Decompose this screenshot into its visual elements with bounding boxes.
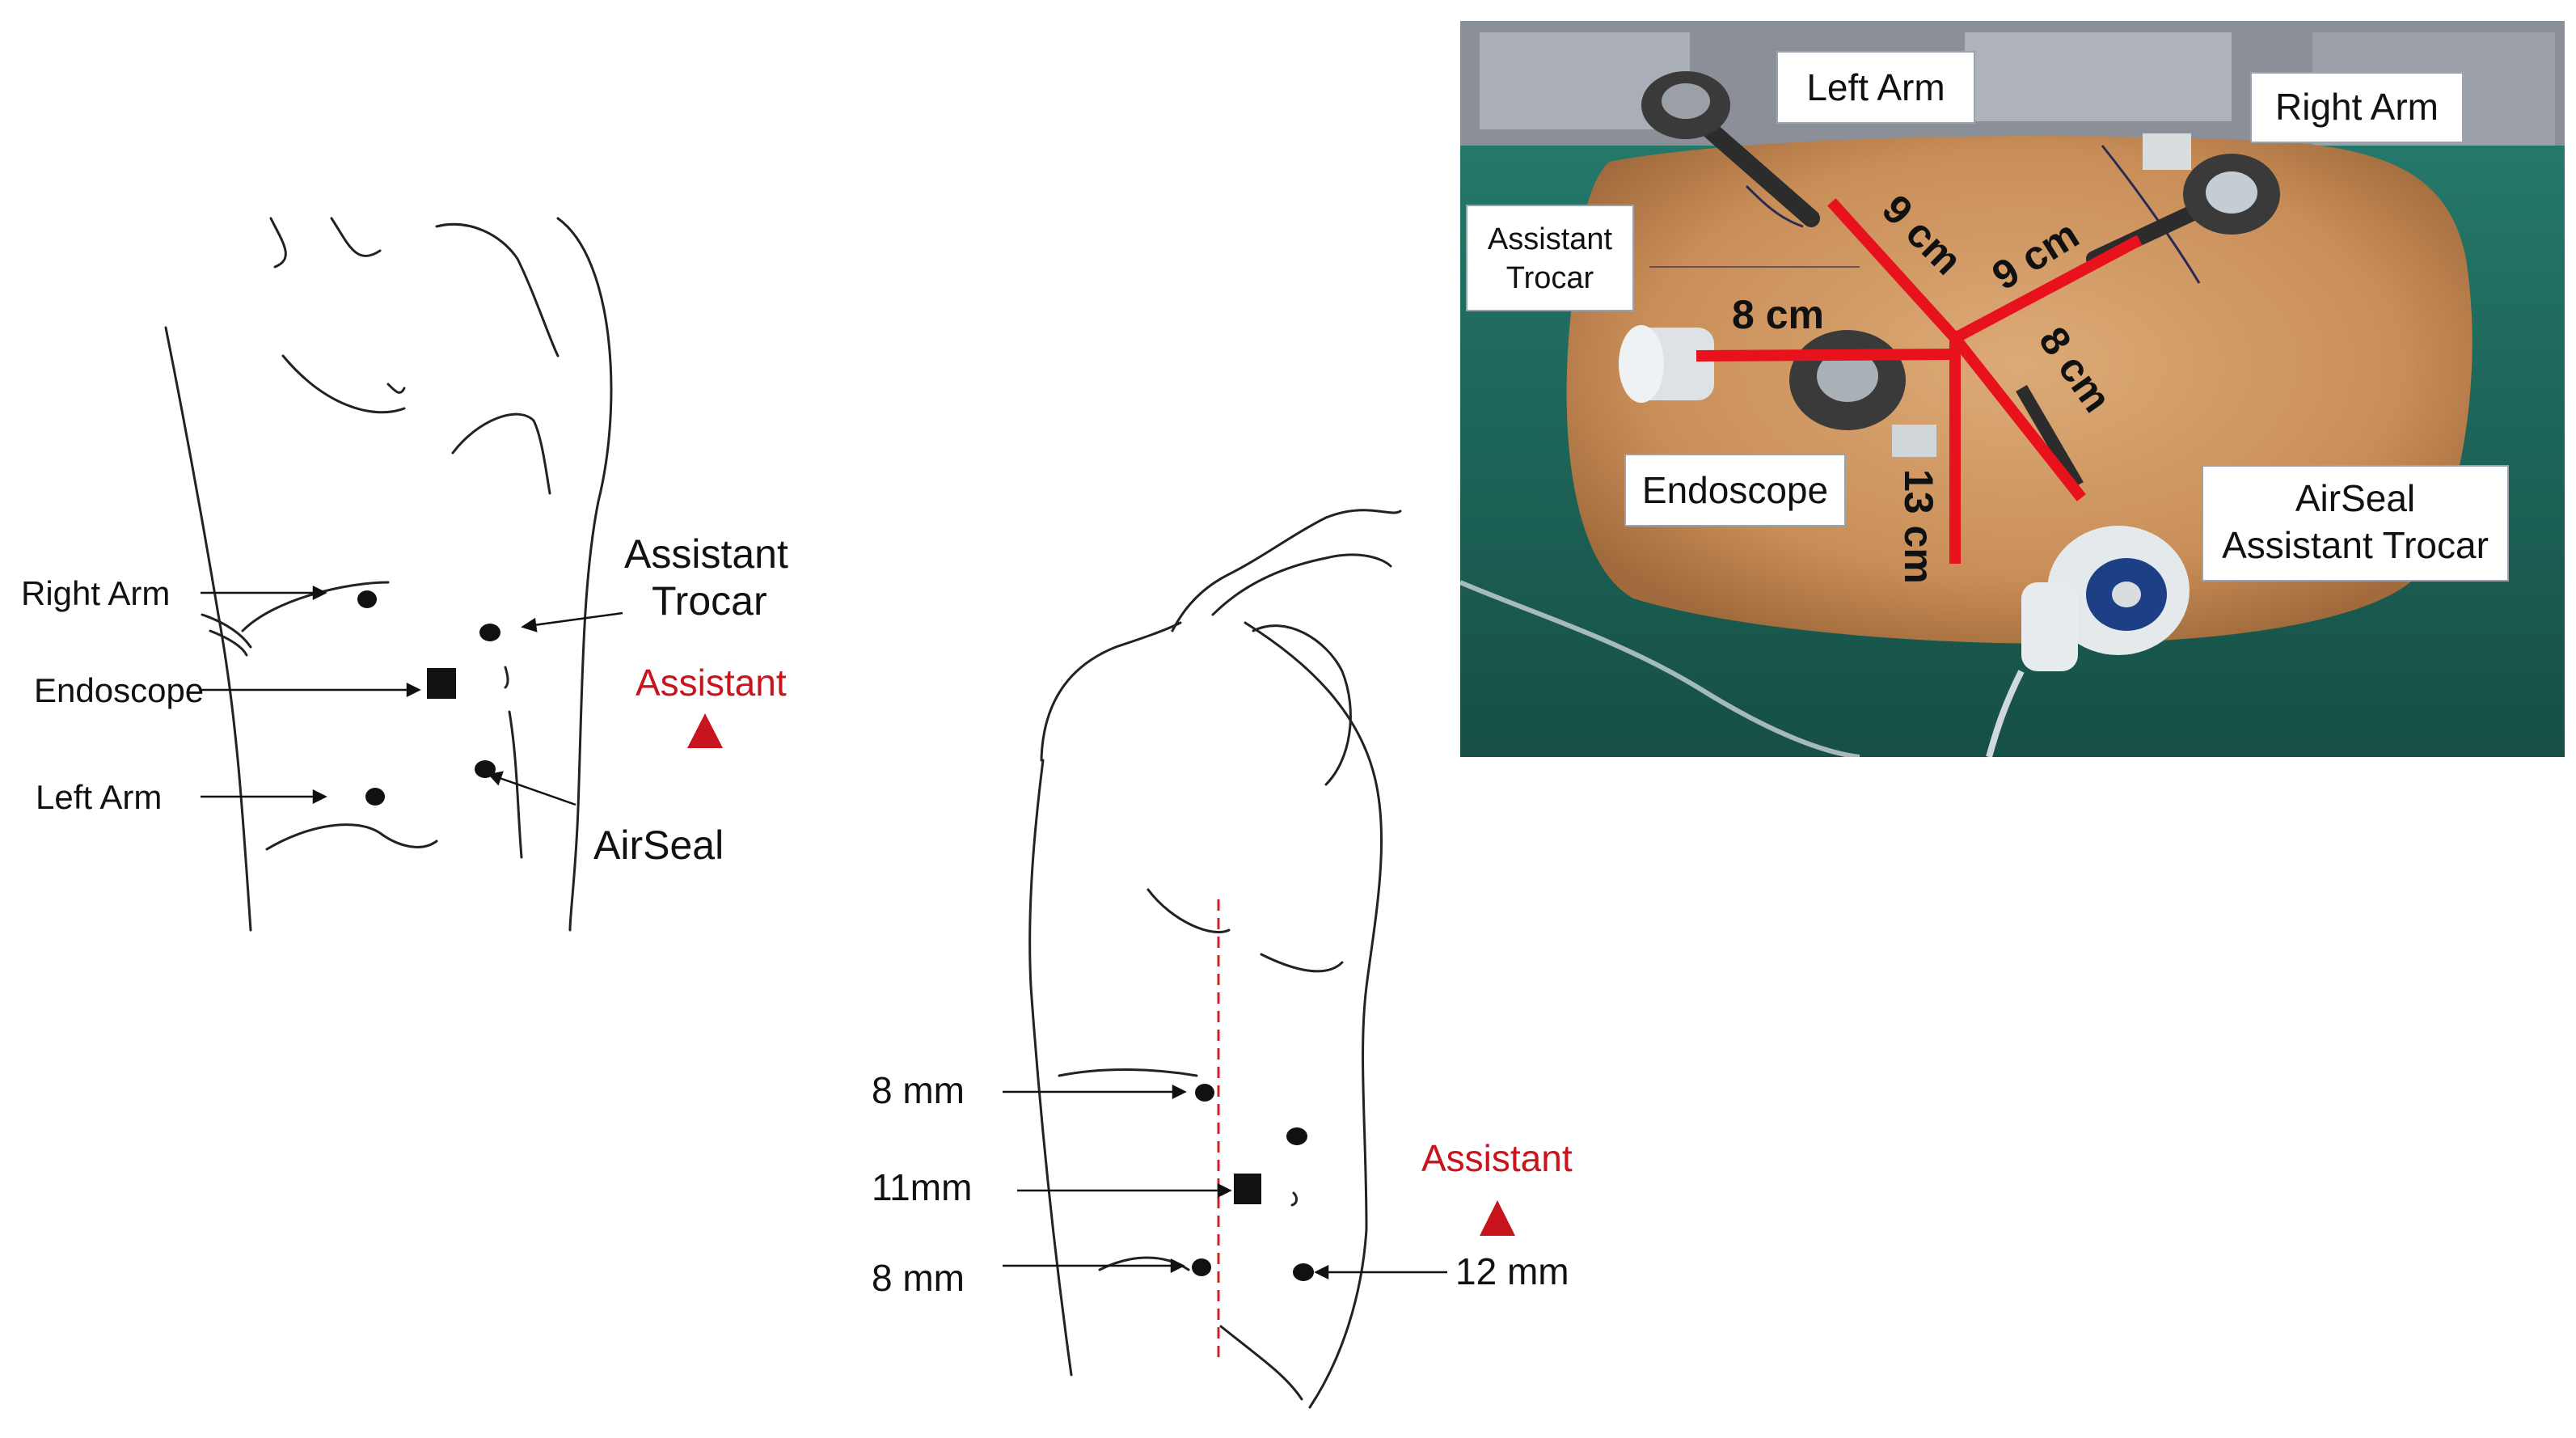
left-torso-chest-fold: [281, 354, 406, 414]
center-assistant-port-dot: [1293, 1263, 1314, 1281]
center-top-port-dot: [1195, 1084, 1214, 1102]
center-torso-chest: [1147, 888, 1344, 973]
left-torso-collar: [435, 222, 560, 357]
measure-line-endoscope: [1696, 348, 1962, 362]
center-arrows: [1003, 1084, 1447, 1280]
measure-label-endoscope: 8 cm: [1732, 292, 1824, 337]
photo-box-assistant-trocar: Assistant Trocar: [1466, 205, 1634, 311]
center-torso-rib: [1058, 1068, 1198, 1077]
svg-text:AirSeal: AirSeal: [2295, 477, 2415, 519]
center-label-bottom-port: 8 mm: [872, 1257, 965, 1299]
left-label-endoscope: Endoscope: [34, 671, 204, 709]
svg-text:Assistant Trocar: Assistant Trocar: [2222, 524, 2489, 566]
center-torso-outline-left: [1028, 759, 1073, 1377]
center-label-top-port: 8 mm: [872, 1069, 965, 1111]
left-assistant-triangle: [687, 713, 723, 748]
left-arm-port-dot: [365, 788, 385, 806]
photo-box-right-arm: Right Arm: [2250, 72, 2464, 143]
left-torso-waist-fold: [265, 823, 438, 851]
center-port-markers: [1192, 1084, 1314, 1281]
photo-box-endoscope: Endoscope: [1624, 454, 1846, 527]
center-torso-upper-left: [1040, 621, 1182, 762]
center-torso-outline-right: [1244, 621, 1383, 1409]
center-assistant-triangle: [1480, 1200, 1515, 1236]
center-endoscope-port-square: [1234, 1174, 1261, 1204]
surgical-photo: 9 cm 9 cm 8 cm 8 cm 13 cm Left Arm Right…: [1460, 21, 2565, 757]
photo-measure-lines: [1696, 198, 2143, 564]
svg-text:Left Arm: Left Arm: [1806, 66, 1945, 108]
left-torso-rib-left: [451, 412, 551, 495]
left-torso-outline-left: [164, 326, 252, 932]
center-torso-head: [1252, 624, 1352, 786]
center-label-middle-port: 11mm: [872, 1166, 972, 1208]
airseal-port-dot: [475, 760, 496, 778]
measure-line-airseal: [1947, 330, 2086, 501]
photo-box-left-arm: Left Arm: [1776, 51, 1975, 124]
left-torso-navel: [504, 666, 509, 689]
right-arm-port-dot: [357, 590, 377, 608]
left-torso-shoulder-line: [269, 217, 382, 269]
center-upper-right-port-dot: [1286, 1127, 1307, 1145]
endoscope-port-square: [427, 668, 456, 699]
photo-left-arm-trocar: [1641, 71, 1820, 227]
center-torso-pelvis: [1219, 1325, 1303, 1401]
svg-text:Assistant: Assistant: [1488, 222, 1613, 256]
left-torso-diagram: [164, 217, 613, 932]
left-label-assistant-trocar-2: Trocar: [652, 578, 767, 624]
measure-label-downward: 13 cm: [1896, 469, 1941, 584]
left-label-right-arm: Right Arm: [21, 574, 170, 612]
center-torso-navel: [1290, 1191, 1298, 1207]
left-label-left-arm: Left Arm: [36, 778, 162, 816]
left-label-airseal: AirSeal: [593, 823, 724, 868]
svg-text:Trocar: Trocar: [1506, 261, 1594, 295]
center-bottom-port-dot: [1192, 1258, 1211, 1276]
center-torso-raised-arm: [1171, 509, 1402, 632]
photo-airseal-trocar: [2016, 384, 2190, 671]
assistant-trocar-port-dot: [479, 624, 500, 641]
svg-text:Endoscope: Endoscope: [1642, 469, 1828, 511]
measure-line-left-arm: [1827, 198, 1963, 346]
left-torso-outline-right: [556, 217, 613, 932]
center-label-assistant-port: 12 mm: [1455, 1250, 1569, 1292]
left-port-markers: [357, 590, 500, 806]
photo-box-airseal: AirSeal Assistant Trocar: [2202, 465, 2509, 582]
left-torso-abdomen-line: [241, 581, 390, 632]
measure-line-right-arm: [1947, 235, 2143, 346]
photo-assistant-trocar-device: [1619, 325, 1714, 403]
center-label-assistant: Assistant: [1421, 1137, 1573, 1179]
left-label-assistant: Assistant: [636, 662, 787, 704]
left-torso-wrinkles: [201, 613, 252, 657]
left-label-assistant-trocar-1: Assistant: [624, 531, 788, 577]
svg-text:Right Arm: Right Arm: [2275, 86, 2439, 128]
left-arrows: [201, 585, 623, 806]
